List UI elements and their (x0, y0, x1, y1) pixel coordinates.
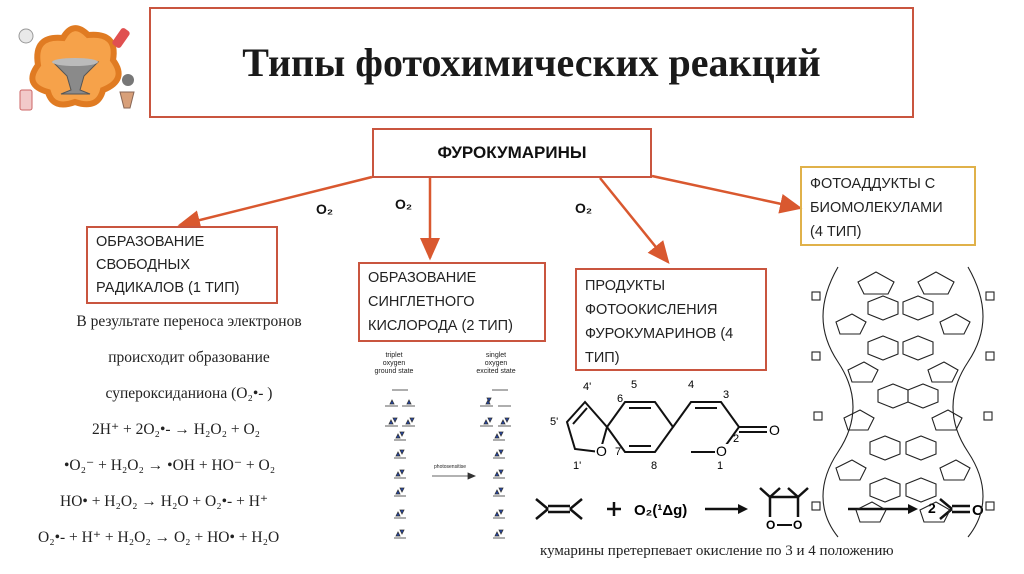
singlet-label-1: singlet (485, 352, 507, 359)
label-1prime: 1' (573, 460, 581, 472)
radicals-line-3: РАДИКАЛОВ (1 ТИП) (96, 280, 240, 296)
photoadducts-box: ФОТОАДДУКТЫ С БИОМОЛЕКУЛАМИ (4 ТИП) (800, 166, 976, 246)
singlet-label-2: oxygen (484, 360, 508, 367)
label-5: 5 (631, 379, 637, 391)
equation-4: O₂•- + H⁺ + H₂O₂ → O₂ + HO• + H₂O (38, 529, 280, 546)
arrow-to-photooxidation (599, 177, 670, 264)
photooxidation-box: ПРОДУКТЫ ФОТООКИСЛЕНИЯ ФУРОКУМАРИНОВ (4 … (575, 268, 767, 371)
triplet-label-2: oxygen (382, 360, 406, 367)
coefficient-2: 2 (928, 500, 936, 516)
label-4prime: 4' (583, 381, 591, 393)
equations-list: 2H⁺ + 2O₂•- → H₂O₂ + O₂ •O₂⁻ + H₂O₂ → •O… (38, 412, 340, 556)
explanation-line-2: происходит образование (108, 349, 270, 366)
o2-label-3: O₂ (575, 200, 593, 216)
svg-text:O: O (972, 502, 984, 519)
label-4: 4 (688, 379, 694, 391)
explanation-line-3: супероксиданиона (O₂•- ) (105, 385, 273, 402)
o2-label-1: O₂ (316, 201, 334, 217)
label-1: 1 (717, 460, 723, 472)
atom-o-furan: O (596, 443, 607, 459)
o2-label-2: O₂ (395, 196, 413, 212)
radicals-line-1: ОБРАЗОВАНИЕ (96, 234, 205, 250)
svg-text:O: O (793, 518, 802, 532)
singlet-label-3: excited state (476, 368, 516, 375)
furocoumarin-structure: 4' 5 4 3 6 5' 2 7 1' 8 1 O O O (550, 379, 780, 472)
title-box: Типы фотохимических реакций (149, 7, 914, 118)
singlet-line-1: ОБРАЗОВАНИЕ (368, 270, 477, 286)
photoadducts-line-2: БИОМОЛЕКУЛАМИ (810, 200, 943, 216)
arrow-to-radicals (177, 175, 373, 230)
singlet-line-2: СИНГЛЕТНОГО (368, 294, 475, 310)
oxygen-orbital-diagram (385, 389, 511, 539)
arrow-to-photoadducts (651, 174, 803, 214)
svg-text:O: O (766, 518, 775, 532)
photoadducts-line-3: (4 ТИП) (810, 224, 862, 240)
furocoumarins-box: ФУРОКУМАРИНЫ (372, 128, 652, 178)
label-3: 3 (723, 389, 729, 401)
triplet-label: triplet oxygen ground state (366, 352, 422, 376)
photoox-line-2: ФОТООКИСЛЕНИЯ (585, 302, 718, 318)
label-8: 8 (651, 460, 657, 472)
label-5prime: 5' (550, 416, 558, 428)
equation-1: 2H⁺ + 2O₂•- → H₂O₂ + O₂ (92, 421, 261, 438)
singlet-line-3: КИСЛОРОДА (2 ТИП) (368, 318, 513, 334)
triplet-label-3: ground state (374, 368, 414, 375)
radicals-line-2: СВОБОДНЫХ (96, 257, 191, 273)
label-6: 6 (617, 393, 623, 405)
atom-o-carbonyl: O (769, 422, 780, 438)
furocoumarins-label: ФУРОКУМАРИНЫ (437, 143, 587, 162)
singlet-o2-term: O₂(¹Δg) (634, 502, 687, 519)
superoxide-explanation: В результате переноса электронов происхо… (44, 304, 334, 412)
explanation-line-1: В результате переноса электронов (76, 313, 302, 330)
triplet-label-1: triplet (385, 352, 403, 359)
photoox-line-4: ТИП) (585, 350, 620, 366)
logo (18, 25, 135, 111)
label-7: 7 (615, 446, 621, 458)
cycloaddition-reaction: O₂(¹Δg) O O 2 O (535, 487, 984, 532)
dna-adduct-illustration (811, 266, 995, 538)
page-title: Типы фотохимических реакций (242, 40, 821, 85)
label-2: 2 (733, 433, 739, 445)
atom-o-ring: O (716, 443, 727, 459)
singlet-oxygen-box: ОБРАЗОВАНИЕ СИНГЛЕТНОГО КИСЛОРОДА (2 ТИП… (358, 262, 546, 342)
singlet-label: singlet oxygen excited state (466, 352, 526, 376)
photoadducts-line-1: ФОТОАДДУКТЫ С (810, 176, 936, 192)
equation-3: HO• + H₂O₂ → H₂O + O₂•- + H⁺ (60, 493, 269, 510)
photoox-line-3: ФУРОКУМАРИНОВ (4 (585, 326, 734, 342)
equation-2: •O₂⁻ + H₂O₂ → •OH + HO⁻ + O₂ (64, 457, 276, 474)
photoox-line-1: ПРОДУКТЫ (585, 278, 666, 294)
oxidation-caption: кумарины претерпевает окисление по 3 и 4… (540, 543, 894, 559)
radicals-box: ОБРАЗОВАНИЕ СВОБОДНЫХ РАДИКАЛОВ (1 ТИП) (86, 226, 278, 304)
photosensitise-label: photosensitise (434, 464, 466, 470)
